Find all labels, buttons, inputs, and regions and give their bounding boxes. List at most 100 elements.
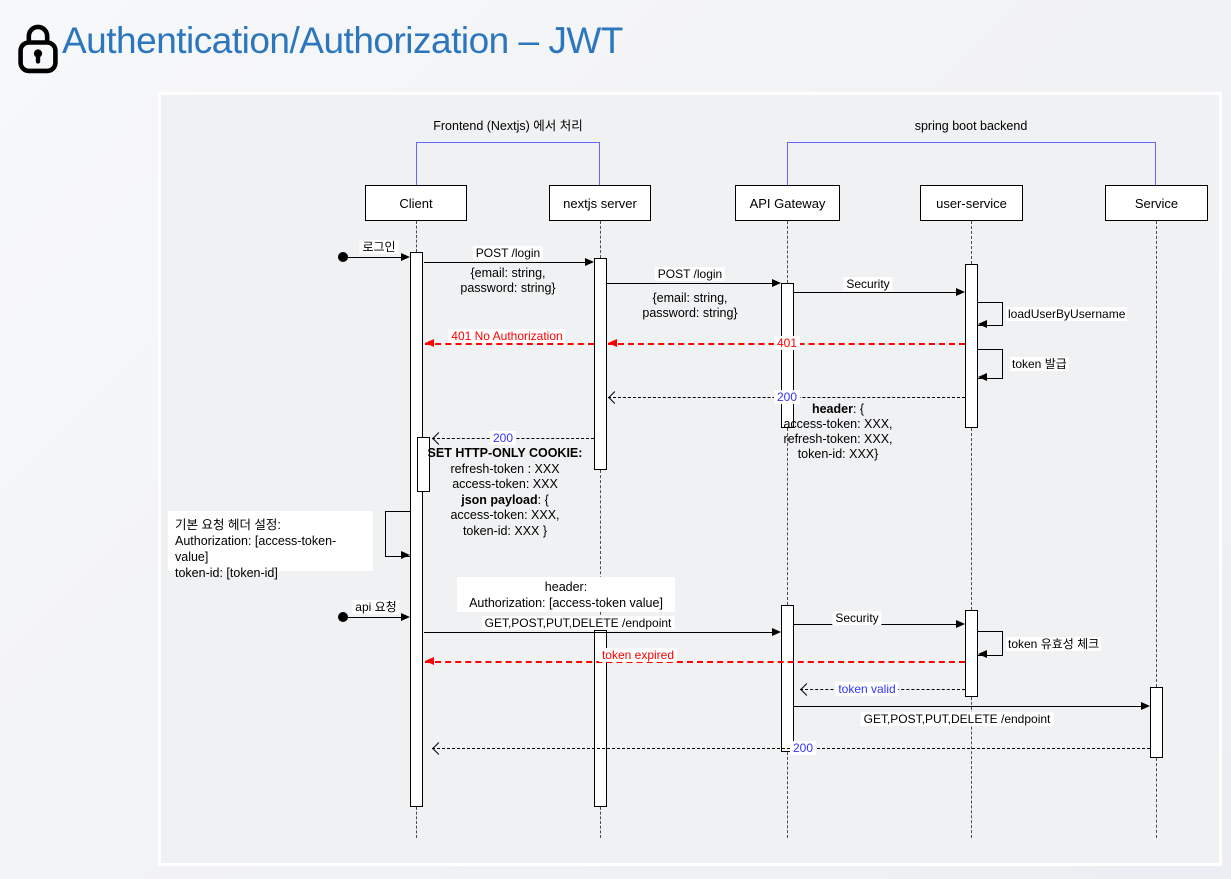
arrowhead [425, 657, 434, 665]
arrowhead [401, 550, 410, 559]
group-bracket-backend-left [787, 142, 788, 185]
arrowhead [401, 612, 410, 621]
lifeline-gateway [787, 428, 788, 605]
arrowhead [425, 339, 434, 347]
request-header-line1: header: [544, 580, 588, 594]
arrowhead [772, 278, 781, 287]
self-loop-token-issue [978, 349, 1003, 379]
group-bracket-frontend-left [416, 142, 417, 185]
activation-client-main [410, 252, 423, 807]
payload-post-login-2-line1: {email: string, [652, 291, 728, 305]
lifeline-gateway [787, 752, 788, 838]
lifeline-user-service [971, 428, 972, 610]
token-header-block: header: { access-token: XXX, refresh-tok… [738, 402, 938, 462]
message-label-security-1: Security [843, 277, 893, 291]
lifeline-nextjs [600, 221, 601, 258]
arrowhead [608, 339, 617, 347]
participant-api-gateway: API Gateway [735, 185, 840, 221]
lifeline-user-service [971, 221, 972, 264]
request-header-box: header: Authorization: [access-token val… [457, 577, 675, 612]
default-header-line1: 기본 요청 헤더 설정: [175, 518, 281, 532]
page-title: Authentication/Authorization – JWT [62, 20, 623, 61]
default-header-line3: token-id: [token-id] [175, 566, 278, 580]
message-line-401-no-auth [425, 343, 594, 345]
message-label-token-check: token 유효성 체크 [1006, 637, 1102, 651]
arrowhead [956, 619, 965, 628]
participant-user-service: user-service [920, 185, 1023, 221]
payload-post-login-1-line2: password: string} [460, 281, 556, 295]
cookie-line4-rest: : { [537, 492, 549, 507]
message-line-security-1 [794, 292, 956, 293]
arrowhead [585, 257, 594, 266]
payload-post-login-1-line1: {email: string, [470, 266, 546, 280]
message-label-401-no-auth: 401 No Authorization [448, 329, 566, 343]
arrowhead [1141, 701, 1150, 710]
activation-service [1150, 687, 1163, 758]
message-label-security-2: Security [832, 611, 882, 625]
arrowhead [978, 372, 987, 381]
activation-gateway-2 [781, 605, 794, 752]
cookie-line3: access-token: XXX [452, 477, 558, 491]
message-label-login-trigger: 로그인 [359, 240, 399, 254]
lifeline-client [416, 221, 417, 252]
message-line-endpoint-1 [424, 632, 772, 633]
activation-client-nested [417, 437, 430, 492]
arrowhead [978, 649, 987, 658]
message-line-api-request [348, 617, 402, 618]
message-label-token-valid: token valid [835, 682, 899, 696]
lifeline-service [1156, 758, 1157, 838]
token-header-line3: refresh-token: XXX, [783, 432, 893, 446]
message-label-endpoint-2: GET,POST,PUT,DELETE /endpoint [860, 712, 1054, 726]
group-label-backend: spring boot backend [914, 119, 1028, 133]
arrowhead [772, 627, 781, 636]
activation-nextjs-1 [594, 258, 607, 470]
group-bracket-backend-right [1155, 142, 1156, 185]
lifeline-user-service [971, 697, 972, 838]
group-bracket-frontend-right [599, 142, 600, 185]
cookie-line1: SET HTTP-ONLY COOKIE: [427, 446, 583, 460]
start-dot-login [338, 252, 348, 262]
self-loop-token-check [978, 631, 1003, 656]
message-label-401: 401 [773, 336, 801, 350]
lifeline-client [416, 807, 417, 838]
message-label-token-issue: token 발급 [1010, 357, 1069, 371]
cookie-block: SET HTTP-ONLY COOKIE: refresh-token : XX… [398, 446, 612, 539]
group-bracket-backend [787, 142, 1156, 143]
message-label-200-1: 200 [773, 390, 801, 404]
token-header-rest: : { [852, 402, 865, 416]
message-line-endpoint-2 [794, 706, 1141, 707]
message-label-200-3: 200 [789, 741, 817, 755]
activation-user-service-1 [965, 264, 978, 428]
lifeline-service [1156, 221, 1157, 687]
token-header-line4: token-id: XXX} [797, 447, 879, 461]
group-label-frontend: Frontend (Nextjs) 에서 처리 [433, 119, 583, 133]
start-dot-api-request [338, 612, 348, 622]
lock-icon [16, 22, 60, 74]
lifeline-nextjs [600, 807, 601, 838]
message-label-post-login-1: POST /login [472, 246, 544, 260]
self-loop-load-user [978, 302, 1003, 326]
message-label-post-login-2: POST /login [654, 267, 726, 281]
message-line-token-expired [425, 661, 965, 663]
message-line-post-login-2 [607, 283, 772, 284]
group-bracket-frontend [416, 142, 600, 143]
request-header-line2: Authorization: [access-token value] [469, 596, 663, 610]
message-label-endpoint-1: GET,POST,PUT,DELETE /endpoint [481, 616, 675, 630]
arrowhead [956, 287, 965, 296]
default-header-line2: Authorization: [access-token-value] [175, 534, 337, 564]
cookie-line5: access-token: XXX, [450, 508, 560, 522]
payload-post-login-2-line2: password: string} [642, 306, 738, 320]
message-label-api-trigger: api 요청 [352, 600, 400, 614]
cookie-line4-bold: json payload [461, 492, 538, 507]
message-label-200-2: 200 [489, 431, 517, 445]
participant-nextjs-server: nextjs server [549, 185, 651, 221]
message-label-token-expired: token expired [598, 648, 678, 662]
message-line-login [348, 257, 402, 258]
participant-service: Service [1105, 185, 1208, 221]
cookie-line6: token-id: XXX } [462, 523, 548, 538]
self-loop-default-header [385, 511, 411, 557]
lifeline-nextjs [600, 470, 601, 630]
activation-user-service-2 [965, 610, 978, 697]
diagram-panel [158, 92, 1222, 866]
message-label-load-user: loadUserByUsername [1006, 307, 1128, 321]
